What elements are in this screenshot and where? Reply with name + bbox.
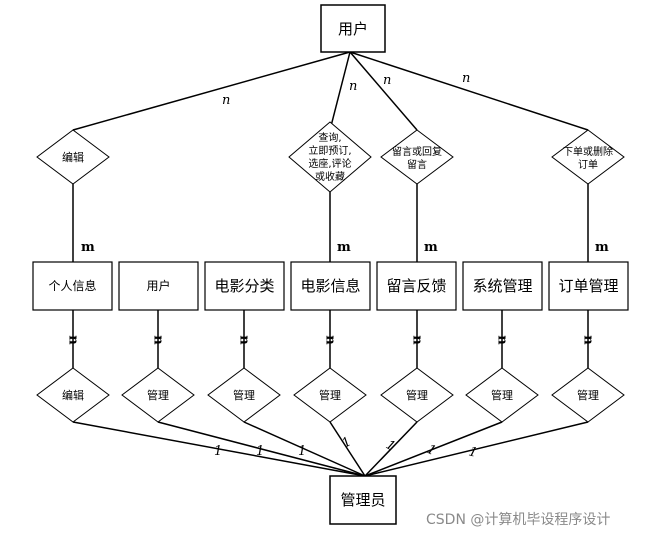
card-rel2-m: m bbox=[337, 240, 351, 255]
relation-admin-1-label: 编辑 bbox=[62, 388, 84, 402]
entity-personal-info-label: 个人信息 bbox=[48, 278, 96, 293]
entity-feedback-label: 留言反馈 bbox=[386, 277, 446, 295]
line-adm4-admin bbox=[329, 421, 366, 477]
relation-admin-6: 管理 bbox=[465, 367, 539, 423]
relation-user-3-line-1: 留言或回复 bbox=[392, 145, 442, 158]
card-adm4-1: 1 bbox=[340, 434, 355, 451]
entity-movie-category: 电影分类 bbox=[204, 261, 285, 311]
card-adm5-1: 1 bbox=[383, 437, 398, 454]
relation-user-3-line-2: 留言 bbox=[407, 158, 427, 171]
relation-admin-6-label: 管理 bbox=[491, 388, 513, 402]
connector-lines bbox=[72, 51, 589, 477]
card-ent3-n: n bbox=[237, 335, 252, 345]
relation-admin-2: 管理 bbox=[121, 367, 195, 423]
card-rel4-m: m bbox=[595, 240, 609, 255]
card-adm1-1: 1 bbox=[214, 444, 222, 459]
line-adm5-admin bbox=[364, 421, 418, 477]
relation-user-2: 查询, 立即预订, 选座,评论 或收藏 bbox=[288, 121, 372, 193]
relation-admin-4: 管理 bbox=[293, 367, 367, 423]
card-user-rel-3: n bbox=[383, 73, 391, 88]
relation-admin-3: 管理 bbox=[207, 367, 281, 423]
entity-personal-info: 个人信息 bbox=[32, 261, 113, 311]
entity-feedback: 留言反馈 bbox=[376, 261, 457, 311]
relation-user-3: 留言或回复 留言 bbox=[380, 129, 454, 185]
line-user-rel-4 bbox=[349, 51, 589, 131]
card-ent7-n: n bbox=[581, 335, 596, 345]
entity-system-management: 系统管理 bbox=[462, 261, 543, 311]
line-adm1-admin bbox=[72, 421, 366, 477]
entity-user: 用户 bbox=[118, 261, 199, 311]
line-adm6-admin bbox=[364, 421, 503, 477]
relation-user-2-line-3: 选座,评论 bbox=[308, 157, 351, 170]
relation-admin-5-label: 管理 bbox=[406, 388, 428, 402]
relation-user-4-line-1: 下单或删除 bbox=[563, 145, 613, 158]
card-adm6-1: 1 bbox=[424, 442, 438, 459]
entity-admin-label: 管理员 bbox=[340, 491, 385, 509]
card-ent2-n: n bbox=[151, 335, 166, 345]
relation-admin-5: 管理 bbox=[380, 367, 454, 423]
entity-order-management-label: 订单管理 bbox=[558, 277, 618, 295]
entity-user-top-label: 用户 bbox=[338, 20, 368, 38]
card-rel1-m: m bbox=[81, 240, 95, 255]
relation-admin-1: 编辑 bbox=[36, 367, 110, 423]
entity-order-management: 订单管理 bbox=[548, 261, 629, 311]
card-adm2-1: 1 bbox=[256, 444, 264, 459]
line-adm7-admin bbox=[364, 421, 589, 477]
card-user-rel-4: n bbox=[462, 71, 470, 86]
card-user-rel-2: n bbox=[349, 79, 357, 94]
relation-admin-3-label: 管理 bbox=[233, 388, 255, 402]
entity-system-management-label: 系统管理 bbox=[472, 277, 532, 295]
relation-user-4: 下单或删除 订单 bbox=[551, 129, 625, 185]
card-ent5-n: n bbox=[410, 335, 425, 345]
relation-user-2-line-2: 立即预订, bbox=[308, 144, 351, 157]
card-user-rel-1: n bbox=[222, 93, 230, 108]
line-adm2-admin bbox=[157, 421, 366, 477]
card-ent1-n: n bbox=[66, 335, 81, 345]
entity-movie-info: 电影信息 bbox=[290, 261, 371, 311]
line-adm3-admin bbox=[243, 421, 366, 477]
relation-admin-7: 管理 bbox=[551, 367, 625, 423]
relation-admin-4-label: 管理 bbox=[319, 388, 341, 402]
relation-user-1-label: 编辑 bbox=[62, 150, 84, 164]
relation-user-1: 编辑 bbox=[36, 129, 110, 185]
entity-user-top: 用户 bbox=[320, 4, 386, 53]
relation-user-4-line-2: 订单 bbox=[578, 159, 598, 171]
relation-admin-2-label: 管理 bbox=[147, 388, 169, 402]
entity-movie-info-label: 电影信息 bbox=[300, 277, 360, 295]
entity-movie-category-label: 电影分类 bbox=[214, 277, 274, 295]
line-user-rel-1 bbox=[72, 51, 351, 131]
entity-user-label: 用户 bbox=[146, 278, 170, 293]
line-user-rel-2 bbox=[329, 51, 351, 131]
relation-admin-7-label: 管理 bbox=[577, 388, 599, 402]
relation-user-2-line-1: 查询, bbox=[318, 131, 341, 144]
line-user-rel-3 bbox=[349, 51, 418, 131]
watermark: CSDN @计算机毕设程序设计 bbox=[426, 512, 610, 528]
card-rel3-m: m bbox=[424, 240, 438, 255]
entity-admin: 管理员 bbox=[329, 475, 397, 525]
card-adm7-1: 1 bbox=[467, 444, 479, 461]
card-adm3-1: 1 bbox=[298, 444, 306, 459]
card-ent6-n: n bbox=[495, 335, 510, 345]
relation-user-2-line-4: 或收藏 bbox=[315, 170, 345, 183]
card-ent4-n: n bbox=[323, 335, 338, 345]
